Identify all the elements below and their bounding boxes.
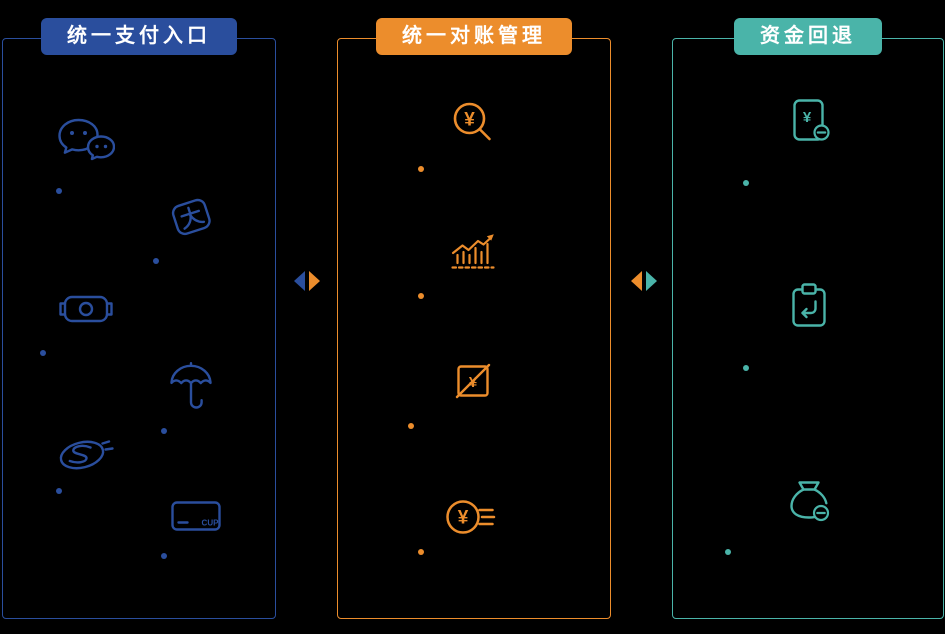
yuan-glyph: ¥ [469, 374, 478, 391]
card-refund-icon: ¥ [787, 97, 831, 145]
connector-dot [408, 423, 414, 429]
alipay-icon [167, 192, 215, 240]
connector-dot [40, 350, 46, 356]
panel-reconciliation: 统一对账管理 ¥ [337, 18, 611, 619]
yuan-glyph: ¥ [803, 109, 812, 126]
moneybag-refund-icon [786, 478, 832, 524]
connector-dot [725, 549, 731, 555]
connector-dot [161, 553, 167, 559]
connector-dot [153, 258, 159, 264]
arrow-left-icon [631, 271, 642, 291]
arrow-right-icon [309, 271, 320, 291]
unionpay-card-icon: CUP [170, 497, 222, 535]
connector-dot [418, 293, 424, 299]
panel-title-payment-entry: 统一支付入口 [41, 18, 237, 55]
search-yuan-icon: ¥ [449, 99, 497, 147]
coin-transfer-icon: ¥ [442, 497, 496, 537]
panel-fund-refund: 资金回退 ¥ [672, 18, 944, 619]
yuan-glyph: ¥ [458, 508, 469, 529]
bill-cancel-icon: ¥ [452, 360, 494, 402]
trend-bar-chart-icon [448, 228, 498, 270]
insurance-umbrella-icon [169, 361, 213, 411]
panel-title-fund-refund: 资金回退 [734, 18, 882, 55]
order-return-icon [787, 282, 831, 330]
wechat-pay-icon [57, 117, 115, 165]
panel-title-reconciliation: 统一对账管理 [376, 18, 572, 55]
connector-dot [418, 166, 424, 172]
connector-dot [161, 428, 167, 434]
cup-label: CUP [202, 519, 220, 528]
connector-dot [743, 365, 749, 371]
connector-dot [418, 549, 424, 555]
quickpass-icon [57, 434, 115, 474]
connector-dot [56, 188, 62, 194]
pos-terminal-icon [57, 290, 115, 328]
connector-dot [743, 180, 749, 186]
arrow-right-icon [646, 271, 657, 291]
connector-dot [56, 488, 62, 494]
arrow-left-icon [294, 271, 305, 291]
yuan-glyph: ¥ [464, 110, 475, 131]
panel-payment-entry: 统一支付入口 [2, 18, 276, 619]
